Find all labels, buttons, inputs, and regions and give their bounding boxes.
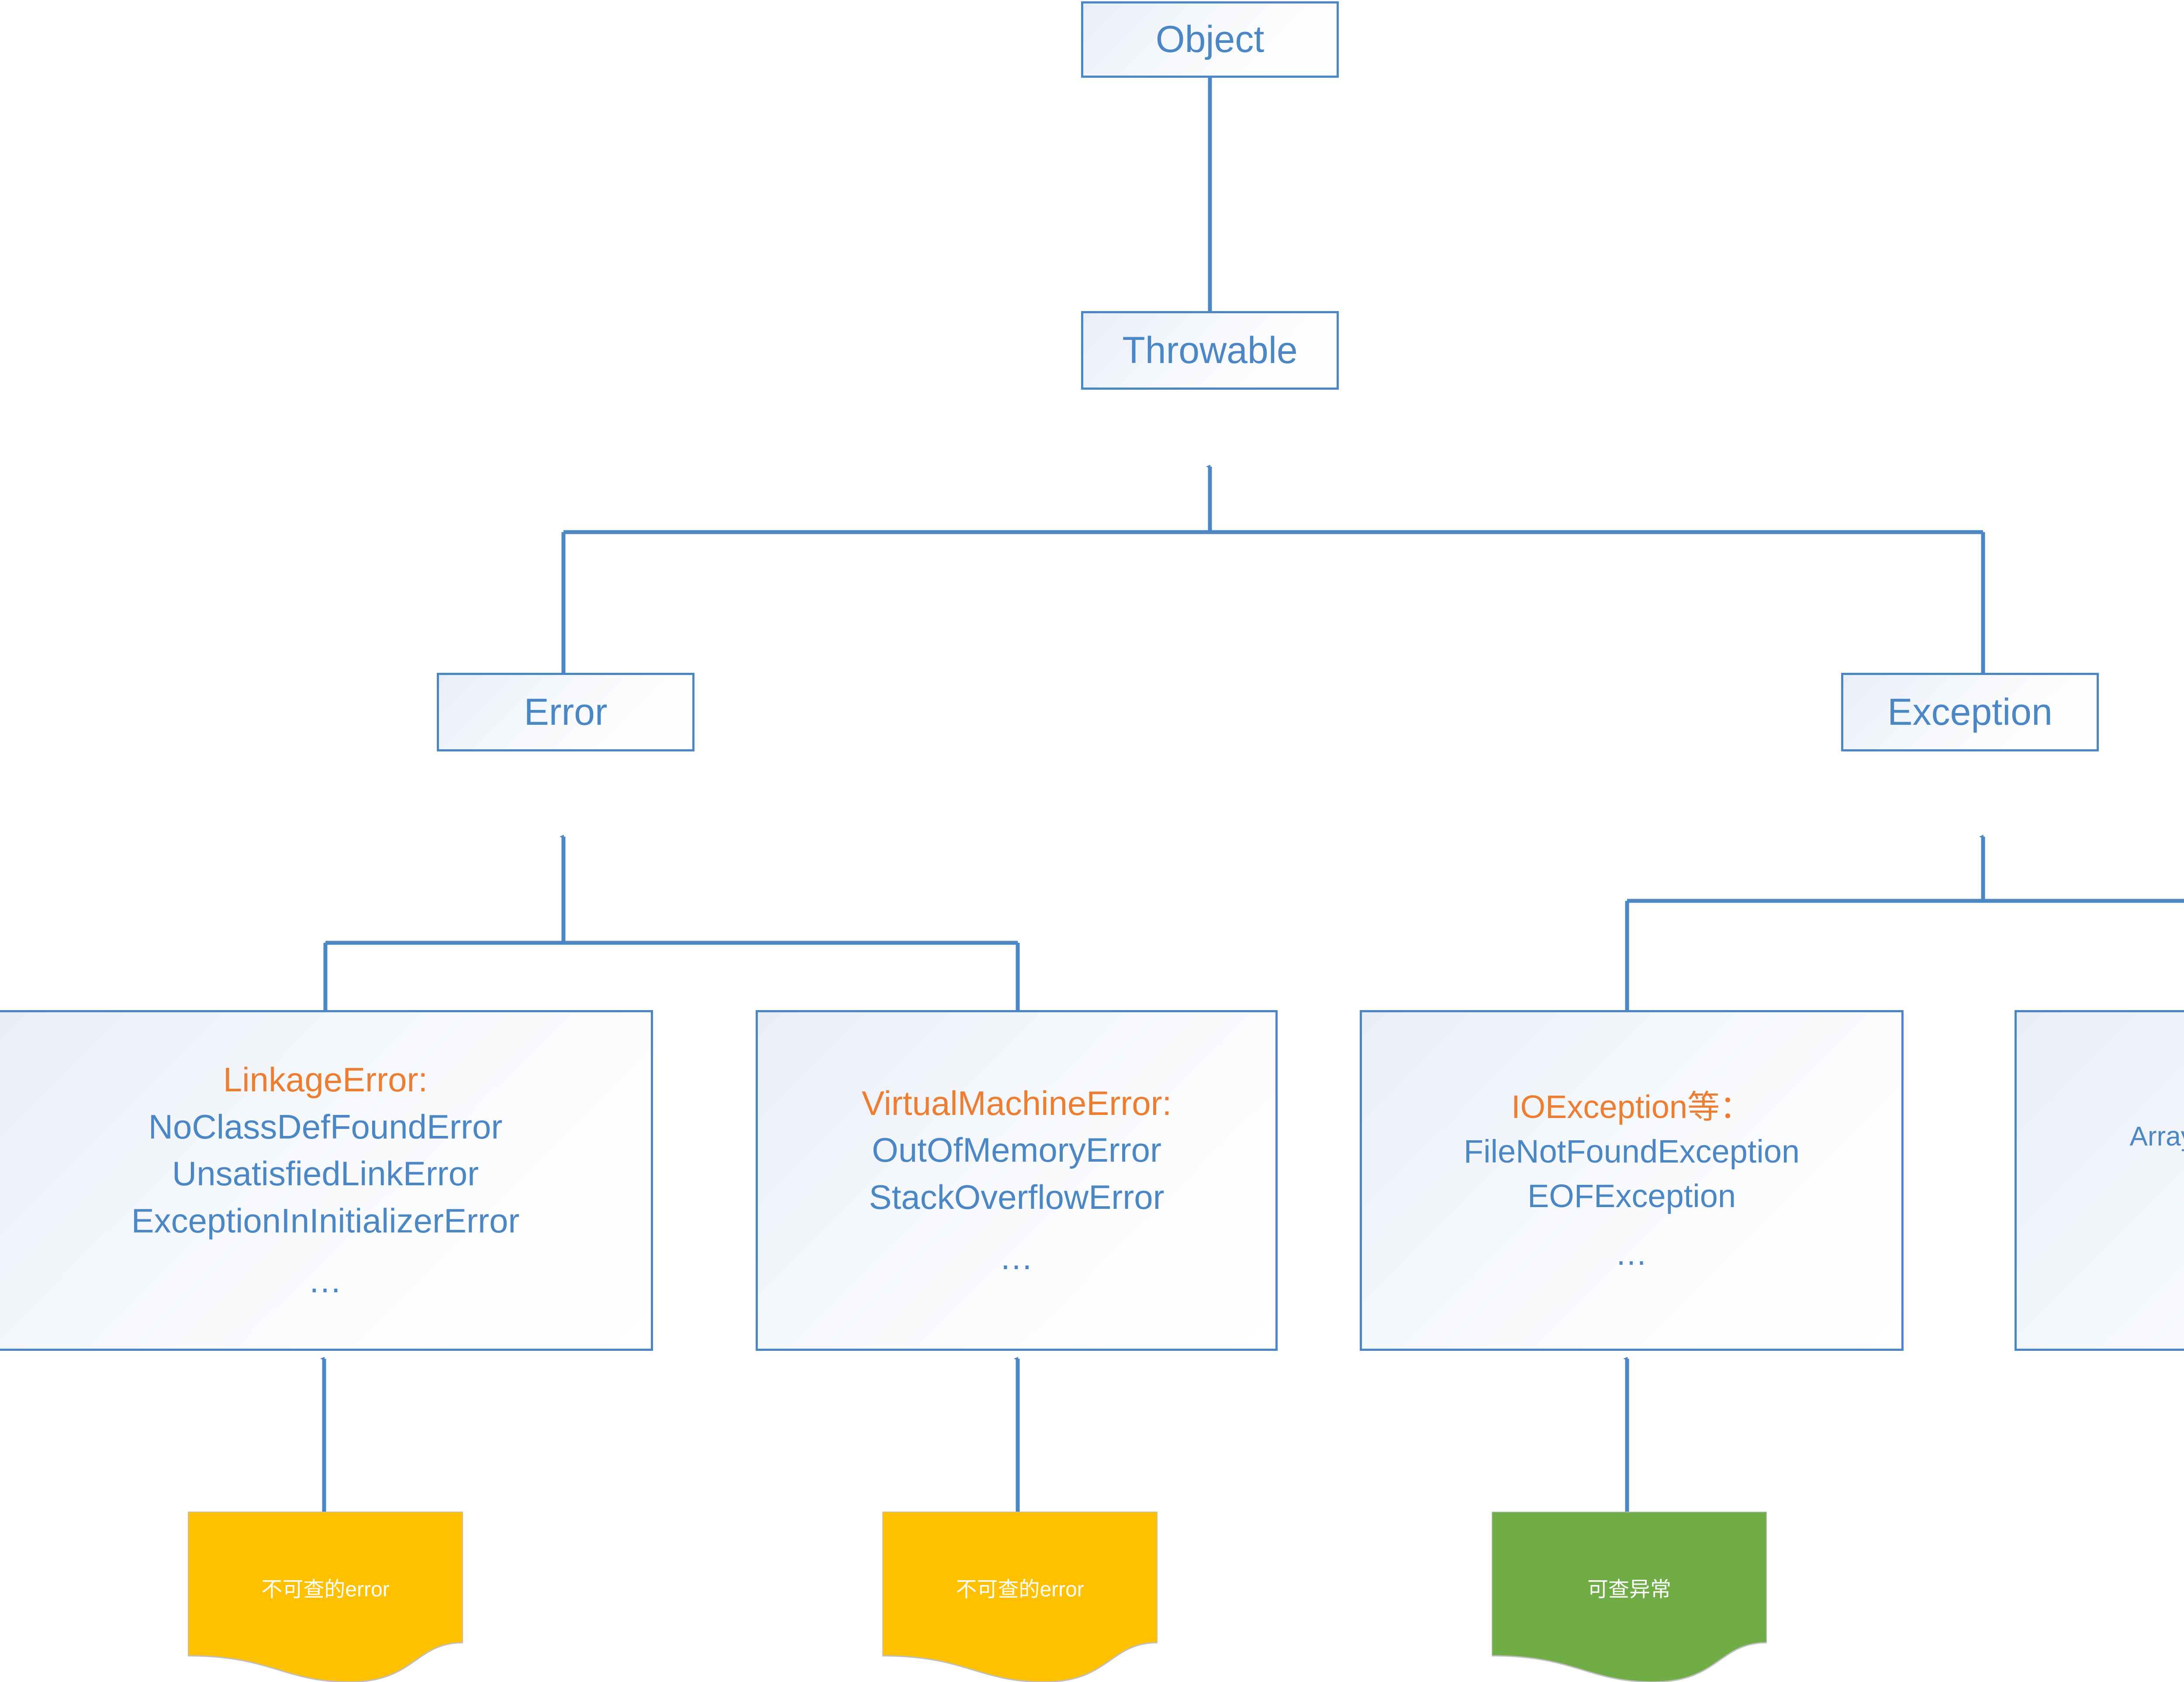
node-virtual-machine-error-line-2: StackOverflowError [869, 1178, 1165, 1216]
node-runtime-exception-line-1: ArrayIndexOutOfBoundsException [2129, 1121, 2184, 1152]
banner-label-1: 不可查的error [261, 1578, 390, 1601]
node-exception-label: Exception [1887, 691, 2053, 733]
node-virtual-machine-error[interactable]: VirtualMachineError: OutOfMemoryError St… [756, 1010, 1278, 1351]
node-linkage-error-line-2: UnsatisfiedLinkError [172, 1154, 479, 1193]
node-virtual-machine-error-ellipsis: … [999, 1238, 1034, 1277]
banner-label-3: 可查异常 [1587, 1578, 1671, 1601]
node-linkage-error-ellipsis: … [308, 1261, 343, 1300]
node-error-label: Error [524, 691, 608, 733]
banner-unchecked-error-2[interactable]: 不可查的error [882, 1512, 1158, 1682]
node-virtual-machine-error-line-1: OutOfMemoryError [871, 1131, 1162, 1170]
node-object[interactable]: Object [1081, 1, 1339, 78]
node-object-label: Object [1155, 18, 1265, 61]
node-exception[interactable]: Exception [1841, 673, 2099, 751]
node-io-exception-ellipsis: … [1615, 1236, 1648, 1272]
node-error[interactable]: Error [437, 673, 695, 751]
node-throwable[interactable]: Throwable [1081, 311, 1339, 390]
banner-checked-exception[interactable]: 可查异常 [1492, 1512, 1767, 1682]
node-io-exception-line-2: EOFException [1527, 1178, 1736, 1214]
banner-unchecked-error-1[interactable]: 不可查的error [188, 1512, 463, 1682]
node-io-exception-heading: IOException等： [1511, 1088, 1752, 1125]
node-io-exception-line-1: FileNotFoundException [1463, 1133, 1800, 1170]
node-runtime-exception[interactable]: RuntimeException： ArrayIndexOutOfBoundsE… [2015, 1010, 2184, 1351]
node-virtual-machine-error-heading: VirtualMachineError: [861, 1083, 1172, 1122]
banner-label-2: 不可查的error [956, 1578, 1084, 1601]
node-linkage-error[interactable]: LinkageError: NoClassDefFoundError Unsat… [0, 1010, 653, 1351]
node-linkage-error-line-1: NoClassDefFoundError [148, 1107, 503, 1146]
node-io-exception[interactable]: IOException等： FileNotFoundException EOFE… [1360, 1010, 1904, 1351]
node-linkage-error-line-3: ExceptionInInitializerError [131, 1201, 520, 1240]
node-linkage-error-heading: LinkageError: [223, 1060, 428, 1099]
node-throwable-label: Throwable [1122, 329, 1298, 371]
